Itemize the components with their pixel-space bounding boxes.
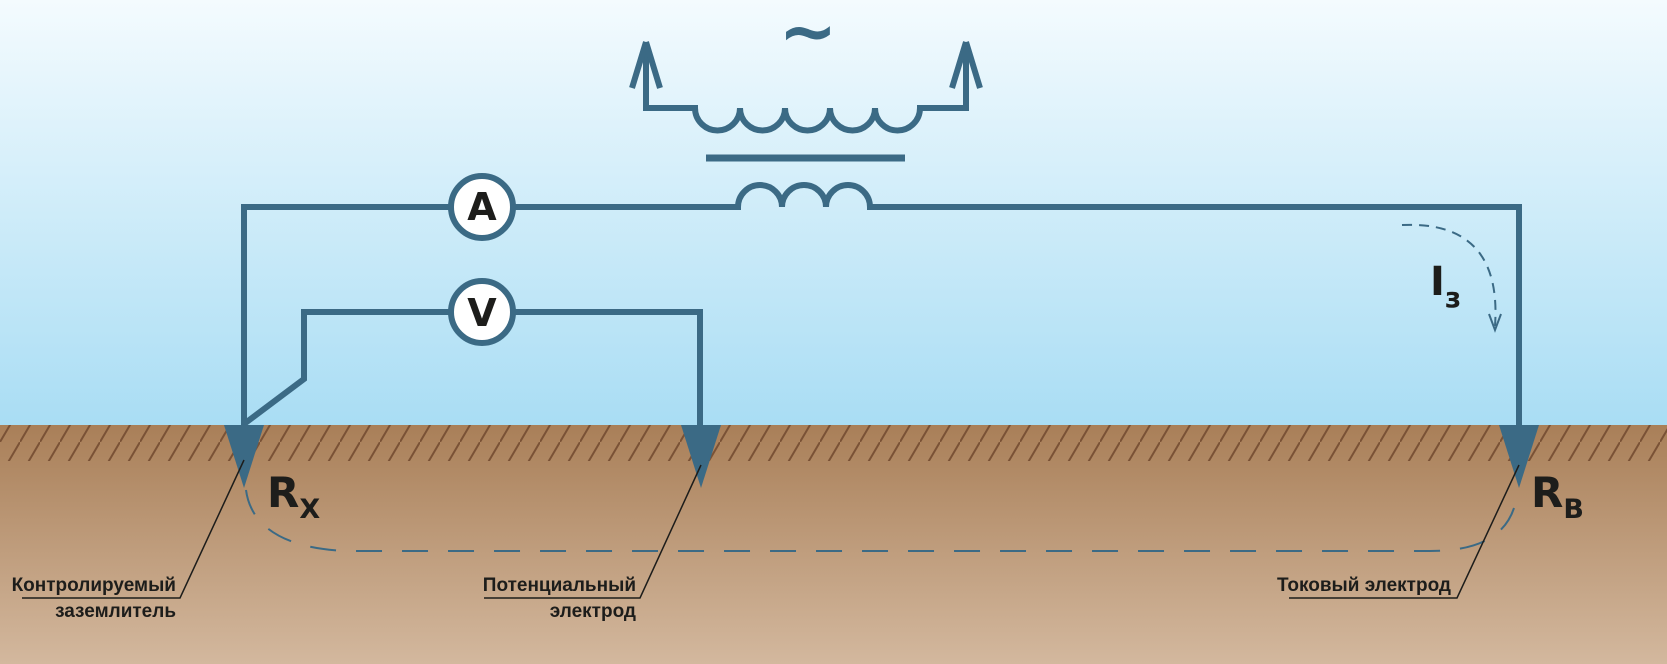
rx-label-main: R [267, 468, 299, 517]
label-potential-line2: электрод [550, 601, 636, 622]
current-label-main: I [1430, 259, 1445, 305]
leader-line-potential [484, 464, 702, 599]
potential-circuit-wire [242, 309, 703, 427]
transformer-primary-winding [643, 45, 969, 134]
rb-label: RB [1531, 468, 1584, 525]
supply-arrow-left-icon [629, 41, 663, 89]
soil [0, 425, 1667, 664]
electrode-controlled [224, 425, 264, 488]
current-label: Iз [1430, 259, 1461, 314]
voltmeter: V [448, 278, 516, 346]
ac-source-symbol: ~ [779, 0, 838, 72]
label-controlled-line1: Контролируемый [12, 575, 176, 596]
rx-label: RX [267, 468, 320, 525]
electrode-potential [681, 425, 721, 488]
sky [0, 0, 1667, 425]
supply-arrow-right-icon [949, 41, 983, 89]
rb-label-main: R [1531, 468, 1563, 517]
label-potential-line1: Потенциальный [483, 575, 636, 596]
rx-label-sub: X [299, 494, 320, 525]
voltmeter-label: V [467, 291, 497, 335]
current-flow-arrow [1401, 223, 1497, 327]
current-circuit-wire [241, 182, 1522, 427]
leader-line-current-electrode [1289, 464, 1520, 599]
rb-label-sub: B [1563, 494, 1584, 525]
soil-hatching [0, 425, 1667, 461]
current-label-sub: з [1445, 281, 1461, 314]
label-controlled-line2: заземлитель [55, 601, 176, 622]
leader-line-controlled [22, 459, 245, 599]
ammeter-label: A [467, 185, 497, 229]
label-current-electrode: Токовый электрод [1277, 575, 1451, 596]
ammeter: A [448, 173, 516, 241]
current-flow-arrowhead-icon [1488, 313, 1502, 333]
electrode-current [1499, 425, 1539, 488]
